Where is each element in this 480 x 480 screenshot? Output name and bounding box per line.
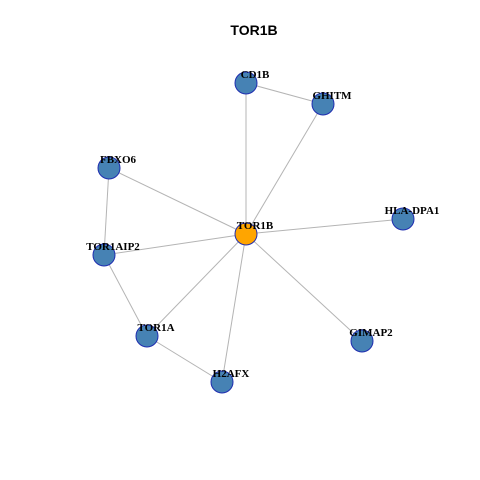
edge-hla-dpa1-tor1b [245,218,404,235]
node-cd1b[interactable] [234,71,258,95]
edge-h2afx-tor1b [221,233,247,383]
node-label-cd1b: CD1B [241,69,270,81]
edge-gimap2-tor1b [245,233,363,342]
edges-layer [103,82,404,383]
nodes-layer [92,71,415,394]
edge-tor1a-h2afx [146,335,223,383]
edge-fbxo6-tor1aip2 [103,167,110,256]
node-label-tor1aip2: TOR1AIP2 [86,241,140,253]
node-label-fbxo6: FBXO6 [100,154,137,166]
node-label-ghitm: GHITM [312,90,352,102]
node-label-gimap2: GIMAP2 [349,327,393,339]
labels-layer: TOR1B CD1B GHITM FBXO6HLA-DPA1TOR1AIP2TOR1A… [86,69,439,380]
node-ghitm[interactable] [311,92,335,116]
edge-tor1aip2-tor1b [103,233,247,256]
edge-tor1a-tor1b [146,233,247,337]
node-label-h2afx: H2AFX [213,368,250,380]
edge-ghitm-tor1b [245,103,324,235]
node-fbxo6[interactable] [97,156,121,180]
node-hla-dpa1[interactable] [391,207,415,231]
node-tor1a[interactable] [135,324,159,348]
node-tor1b[interactable] [234,222,258,246]
edge-tor1aip2-tor1a [103,254,148,337]
node-gimap2[interactable] [350,329,374,353]
node-h2afx[interactable] [210,370,234,394]
node-label-hla-dpa1: HLA-DPA1 [385,205,440,217]
edge-fbxo6-tor1b [108,167,247,235]
edge-cd1b-ghitm [245,82,324,105]
node-label-tor1b: TOR1B [237,220,274,232]
graph-title: TOR1B [230,22,277,38]
node-tor1aip2[interactable] [92,243,116,267]
node-label-tor1a: TOR1A [137,322,174,334]
